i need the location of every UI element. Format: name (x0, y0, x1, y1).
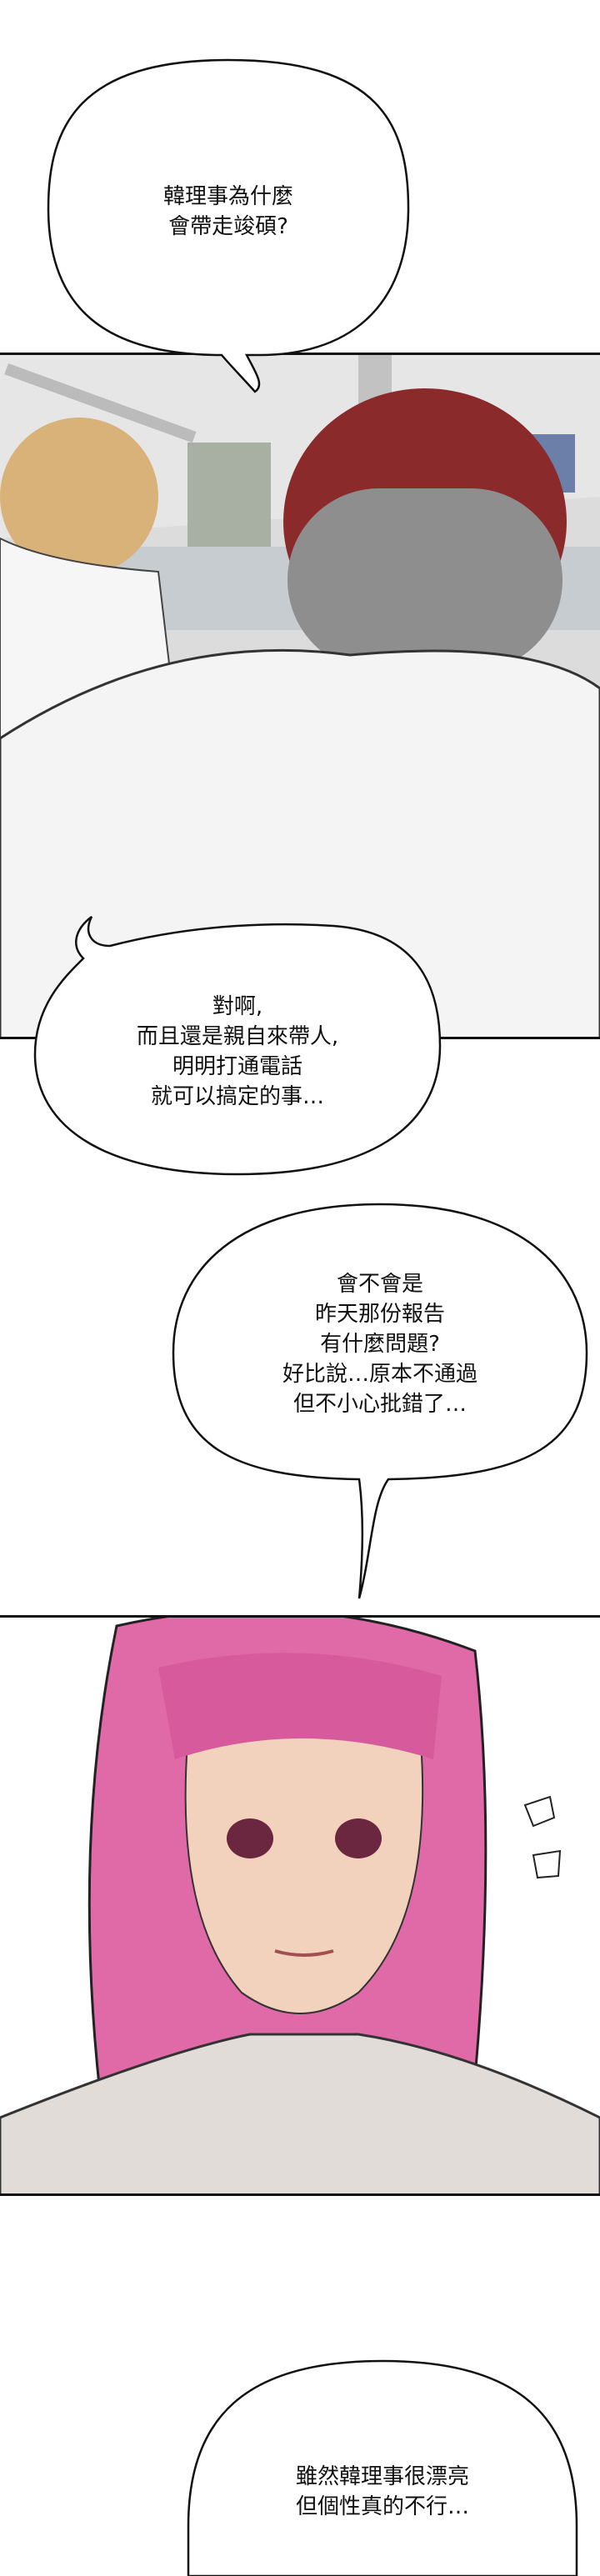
bubble-line: 但個性真的不行… (295, 2494, 469, 2519)
speech-bubble-1: 韓理事為什麼 會帶走竣碩? (47, 58, 410, 393)
speech-bubble-4: 雖然韓理事很漂亮 但個性真的不行… (187, 2359, 578, 2576)
bubble-line: 好比說…原本不通過 (282, 1362, 478, 1387)
surprise-mark (532, 1849, 562, 1879)
bubble-line: 對啊, (212, 994, 263, 1019)
bubble-line: 就可以搞定的事… (150, 1084, 324, 1109)
bubble-line: 會帶走竣碩? (168, 214, 288, 239)
surprise-mark (523, 1795, 556, 1828)
speech-bubble-3: 會不會是 昨天那份報告 有什麼問題? 好比說…原本不通過 但不小心批錯了… (172, 1203, 588, 1603)
bubble-line: 雖然韓理事很漂亮 (295, 2464, 469, 2489)
bubble-line: 但不小心批錯了… (292, 1392, 467, 1417)
bubble-line: 會不會是 (336, 1272, 423, 1297)
bubble-line: 韓理事為什麼 (162, 184, 293, 209)
bubble-line: 明明打通電話 (172, 1054, 302, 1079)
panel-pink-hair-woman (0, 1615, 600, 2196)
bubble-line: 昨天那份報告 (314, 1302, 445, 1327)
bubble-line: 有什麼問題? (320, 1332, 440, 1357)
bubble-line: 而且還是親自來帶人, (136, 1024, 339, 1049)
woman-illustration (0, 1618, 600, 2193)
speech-bubble-2: 對啊, 而且還是親自來帶人, 明明打通電話 就可以搞定的事… (33, 916, 442, 1176)
blond-character-hair (0, 418, 158, 576)
